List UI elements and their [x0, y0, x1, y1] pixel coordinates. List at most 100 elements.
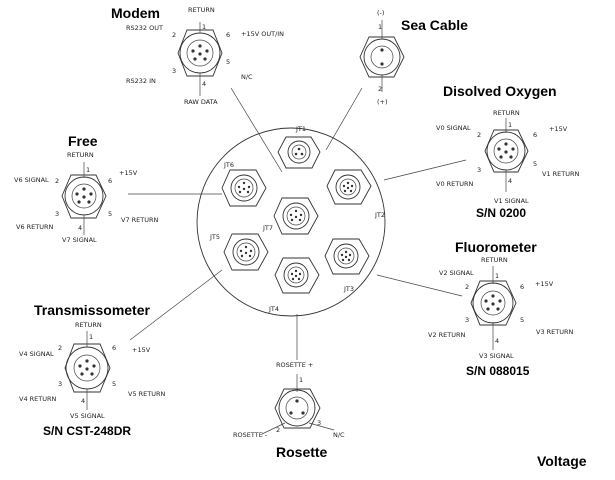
- rosette-pin-top: ROSETTE +: [276, 361, 313, 369]
- do-pin-num-5: 5: [533, 160, 537, 168]
- leader-fluorometer: [376, 274, 463, 297]
- rosette-pin-right: N/C: [333, 431, 345, 439]
- sea-cable-pin-num-2: 2: [378, 85, 382, 93]
- free-pin-num-5: 5: [108, 210, 112, 218]
- modem-pin-ur: +15V OUT/IN: [241, 30, 284, 38]
- transmissometer-pin-num-4: 4: [81, 397, 85, 405]
- connector-sea-cable: Sea Cable (-) 1 2 (+): [359, 9, 468, 106]
- transmissometer-pin-top: RETURN: [75, 321, 102, 329]
- fluorometer-serial: S/N 088015: [466, 364, 530, 378]
- do-pin-bottom: V1 SIGNAL: [494, 197, 529, 205]
- connector-fluorometer: Fluorometer 1 2 3 4 5 6 RETURN V2 SIGNAL…: [428, 239, 574, 378]
- do-pin-ur: +15V: [549, 125, 568, 133]
- fluorometer-pin-lr: V3 RETURN: [536, 328, 574, 336]
- do-pin-num-1: 1: [508, 121, 512, 129]
- port-label-jt5: JT5: [209, 233, 220, 241]
- do-pin-num-6: 6: [533, 131, 537, 139]
- modem-pin-num-6: 6: [226, 31, 230, 39]
- modem-pin-ll: RS232 IN: [126, 77, 156, 85]
- transmissometer-pin-ll: V4 RETURN: [19, 395, 57, 403]
- do-pin-num-2: 2: [477, 131, 481, 139]
- sea-cable-pin-top: (-): [377, 9, 384, 17]
- transmissometer-pin-ur: +15V: [132, 346, 151, 354]
- fluorometer-pin-num-2: 2: [465, 283, 469, 291]
- modem-pin-num-1: 1: [202, 23, 206, 31]
- fluorometer-title: Fluorometer: [455, 239, 537, 255]
- end-cap-hub: JT1 JT2 JT3 JT4: [196, 125, 386, 317]
- do-pin-ll: V0 RETURN: [436, 180, 474, 188]
- free-pin-num-2: 2: [55, 177, 59, 185]
- do-pin-top: RETURN: [493, 109, 520, 117]
- free-pin-num-3: 3: [55, 210, 59, 218]
- free-pin-lr: V7 RETURN: [121, 216, 159, 224]
- free-pin-bottom: V7 SIGNAL: [62, 236, 97, 244]
- free-pin-num-1: 1: [86, 166, 90, 174]
- connector-transmissometer: Transmissometer 1 2 3 4 5 6 RETURN V4 SI…: [19, 302, 166, 438]
- port-label-jt7: JT7: [262, 224, 273, 232]
- port-jt4: JT4: [268, 257, 320, 313]
- fluorometer-pin-ul: V2 SIGNAL: [439, 269, 474, 277]
- transmissometer-serial: S/N CST-248DR: [43, 424, 131, 438]
- do-title: Disolved Oxygen: [443, 83, 557, 99]
- port-label-jt6: JT6: [223, 161, 234, 169]
- rosette-pin-num-3: 3: [317, 419, 321, 427]
- free-pin-ul: V6 SIGNAL: [14, 176, 49, 184]
- sea-cable-pin-num-1: 1: [378, 23, 382, 31]
- fluorometer-pin-ll: V2 RETURN: [428, 331, 466, 339]
- fluorometer-pin-num-6: 6: [520, 283, 524, 291]
- port-label-jt4: JT4: [268, 305, 279, 313]
- modem-pin-num-2: 2: [172, 31, 176, 39]
- port-label-jt3: JT3: [343, 285, 354, 293]
- leader-transmissometer: [129, 269, 223, 341]
- modem-pin-top: RETURN: [188, 6, 215, 14]
- free-pin-ll: V6 RETURN: [16, 223, 54, 231]
- do-serial: S/N 0200: [476, 206, 526, 220]
- fluorometer-pin-bottom: V3 SIGNAL: [479, 352, 514, 360]
- modem-pin-lr: N/C: [241, 73, 253, 81]
- leader-modem: [230, 87, 283, 173]
- free-pin-num-6: 6: [108, 177, 112, 185]
- fluorometer-pin-num-3: 3: [465, 316, 469, 324]
- free-pin-top: RETURN: [67, 151, 94, 159]
- modem-title: Modem: [111, 5, 160, 21]
- do-pin-num-4: 4: [508, 177, 512, 185]
- modem-pin-num-3: 3: [172, 67, 176, 75]
- connector-rosette: ROSETTE + 1 2 3 ROSETTE - N/C Rosette: [233, 361, 345, 460]
- fluorometer-pin-top: RETURN: [481, 256, 508, 264]
- rosette-pin-left: ROSETTE -: [233, 431, 268, 439]
- modem-pin-bottom: RAW DATA: [184, 98, 218, 106]
- sea-cable-pin-bottom: (+): [377, 98, 388, 106]
- connector-modem: Modem 1 2 3 4 5 6 RETURN RS232 OUT +15V …: [111, 5, 284, 106]
- port-jt5: JT5: [209, 233, 269, 271]
- transmissometer-pin-num-5: 5: [112, 380, 116, 388]
- transmissometer-pin-num-2: 2: [58, 344, 62, 352]
- port-jt7: JT7: [262, 197, 319, 235]
- connector-disolved-oxygen: Disolved Oxygen 1 2 3 4 5 6 RETURN V0 SI…: [436, 83, 580, 220]
- free-pin-num-4: 4: [78, 224, 82, 232]
- free-title: Free: [68, 133, 98, 149]
- leader-disolved-oxygen: [383, 159, 467, 181]
- do-pin-ul: V0 SIGNAL: [436, 124, 471, 132]
- do-pin-lr: V1 RETURN: [542, 170, 580, 178]
- fluorometer-pin-ur: +15V: [535, 280, 554, 288]
- modem-pin-num-5: 5: [226, 58, 230, 66]
- port-jt3: JT3: [324, 238, 370, 293]
- transmissometer-pin-num-1: 1: [89, 333, 93, 341]
- rosette-title: Rosette: [276, 444, 328, 460]
- port-jt2: JT2: [326, 169, 385, 219]
- fluorometer-pin-num-5: 5: [520, 316, 524, 324]
- fluorometer-pin-num-4: 4: [495, 337, 499, 345]
- leader-lines: [128, 87, 467, 360]
- port-jt6: JT6: [221, 161, 267, 207]
- fluorometer-pin-num-1: 1: [495, 272, 499, 280]
- port-label-jt2: JT2: [374, 211, 385, 219]
- modem-pin-num-4: 4: [202, 80, 206, 88]
- transmissometer-pin-num-6: 6: [112, 344, 116, 352]
- port-label-jt1: JT1: [295, 125, 306, 133]
- free-pin-ur: +15V: [119, 169, 138, 177]
- connector-free: Free 1 2 3 4 5 6 RETURN V6 SIGNAL +15V V…: [14, 133, 159, 244]
- transmissometer-pin-num-3: 3: [58, 380, 62, 388]
- do-pin-num-3: 3: [477, 166, 481, 174]
- voltage-label: Voltage: [537, 453, 587, 469]
